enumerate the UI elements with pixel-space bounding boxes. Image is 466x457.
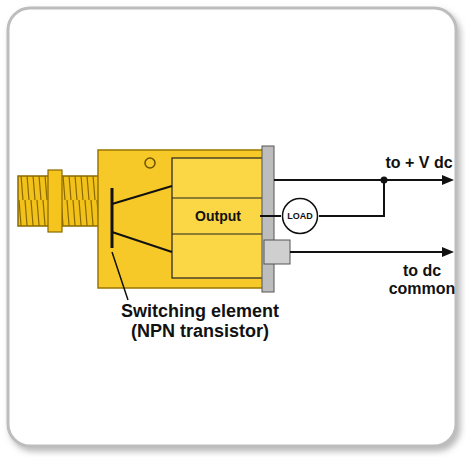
transistor-base xyxy=(111,188,114,248)
terminal-label: to dc common xyxy=(386,262,458,297)
node-text: LOAD xyxy=(287,211,313,221)
lock-nut xyxy=(48,170,62,232)
frame xyxy=(8,8,456,446)
sensor-body xyxy=(98,150,266,288)
indicator-led xyxy=(145,158,155,168)
common-wire xyxy=(290,251,446,253)
load-circle: LOAD xyxy=(281,197,319,235)
leader-line xyxy=(112,252,128,300)
supply-wire xyxy=(274,179,446,181)
transistor-collector xyxy=(112,186,172,204)
end-plate xyxy=(262,146,274,292)
terminal-label: to + V dc xyxy=(380,154,458,172)
connector-plug xyxy=(264,240,290,264)
output-box: Output xyxy=(176,201,260,231)
callout-label: Switching element (NPN transistor) xyxy=(100,302,300,342)
wire xyxy=(260,215,281,217)
transistor-emitter xyxy=(112,232,172,252)
arrow-head xyxy=(442,247,454,257)
terminal-block xyxy=(172,158,264,278)
load-wire xyxy=(319,180,384,216)
arrow-head xyxy=(442,175,454,185)
node-text: Output xyxy=(195,208,241,224)
